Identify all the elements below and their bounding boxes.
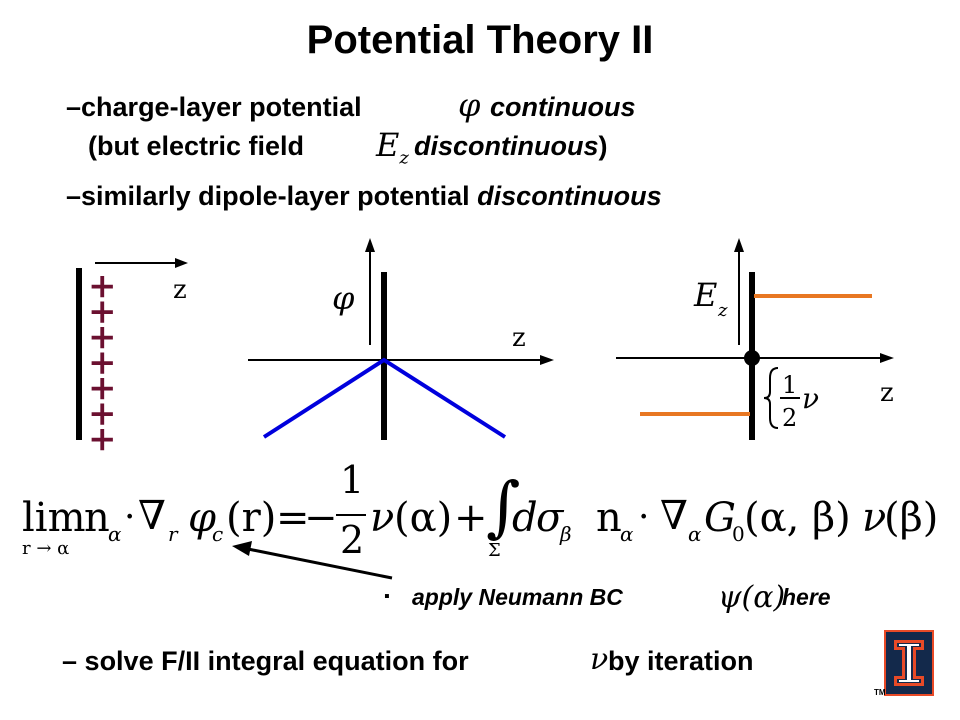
eq-sigma-sub: β [560,522,572,546]
plus-sign: + [88,368,117,408]
jump-nu: ν [802,382,819,415]
ez-x-arrowhead [880,353,894,363]
phi-x-arrowhead [540,355,554,365]
phi-x-label: z [512,323,526,353]
ez-symbol: Ez [376,126,409,169]
plus-sign: + [88,266,117,306]
line1-text: charge-layer potential [81,92,362,122]
ez-y-label: E [693,276,717,314]
ez-origin-dot [744,350,760,366]
jump-denominator: 2 [782,404,797,432]
eq-nabla2-sub: α [688,522,702,546]
eq-d: d [512,495,538,541]
eq-G-arg: (α, β) [744,495,851,541]
eq-integral-sub: Σ [488,540,501,561]
university-logo [884,630,934,696]
eq-nabla1-sub: r [168,522,178,546]
plus-sign: + [88,419,117,459]
last-line-tail: by iteration [608,646,754,676]
block-i-icon [894,640,924,686]
neumann-arrowhead [232,541,252,556]
field-plot: E z z 1 2 ν [616,238,894,440]
eq-lhs-arg: (r) [226,495,277,541]
bullet-line-3: –similarly dipole-layer potential discon… [66,181,662,211]
plus-sign: + [88,292,117,332]
plus-sign: + [88,343,117,383]
ez-y-sub: z [717,300,728,321]
eq-equals: = [276,495,310,541]
bullet-line-1: –charge-layer potential [66,92,362,123]
plus-signs: +++++++ [88,266,117,459]
eq-phi: φ [188,495,217,541]
eq-n1: n [84,495,110,541]
bullet-line-2: (but electric field [88,131,305,161]
potential-plot: φ z [248,238,554,440]
nu-symbol: ν [590,642,609,677]
dash: – [66,181,82,211]
charge-z-label: z [173,275,187,305]
note-bullet: ▪ [384,588,390,605]
eq-half-bar [336,514,366,516]
eq-nabla2: ∇ [660,493,688,539]
charge-layer-diagram: z +++++++ [76,258,188,459]
eq-G: G [704,495,736,541]
eq-minus: − [304,495,338,541]
eq-n2-sub: α [620,522,634,546]
eq-nu2-arg: (β) [884,495,939,541]
charge-z-arrowhead [175,258,188,268]
note-tail: here [782,584,831,610]
eq-half-den: 2 [340,518,365,562]
eq-integral: ∫ [486,468,521,545]
phi-symbol: φ [458,86,481,124]
eq-half-num: 1 [340,458,365,502]
ez-x-label: z [880,378,894,408]
eq-dot1: · [124,497,136,538]
plus-sign: + [88,394,117,434]
phi-curve [262,357,507,439]
phi-y-arrowhead [365,238,375,252]
neumann-arrow [247,547,393,580]
ez-y-arrowhead [734,238,744,252]
eq-nu1-arg: (α) [394,495,453,541]
line2-emphasis: discontinuous) [414,131,608,161]
eq-lim: lim [22,495,86,541]
eq-G-sub: 0 [732,522,745,546]
eq-nabla1: ∇ [138,493,166,539]
eq-n2: n [596,495,622,541]
plus-sign: + [88,317,117,357]
line1-emphasis: continuous [490,92,636,122]
eq-phi-sub: c [212,522,224,546]
logo-trademark: TM [874,688,886,697]
eq-sigma: σ [536,495,564,541]
jump-brace [763,367,779,429]
eq-n1-sub: α [108,522,122,546]
eq-nu2: ν [862,495,887,541]
psi-symbol: ψ(α) [718,580,786,615]
page-title: Potential Theory II [306,18,654,62]
eq-lim-sub: r → α [22,538,70,559]
eq-dot2: · [638,497,650,538]
eq-plus: + [454,495,488,541]
last-line: – solve F/II integral equation for [62,646,469,676]
jump-numerator: 1 [782,371,797,399]
note-text: apply Neumann BC [412,584,623,610]
dash: – [66,92,82,122]
phi-y-label: φ [332,279,355,317]
eq-nu1: ν [370,495,395,541]
